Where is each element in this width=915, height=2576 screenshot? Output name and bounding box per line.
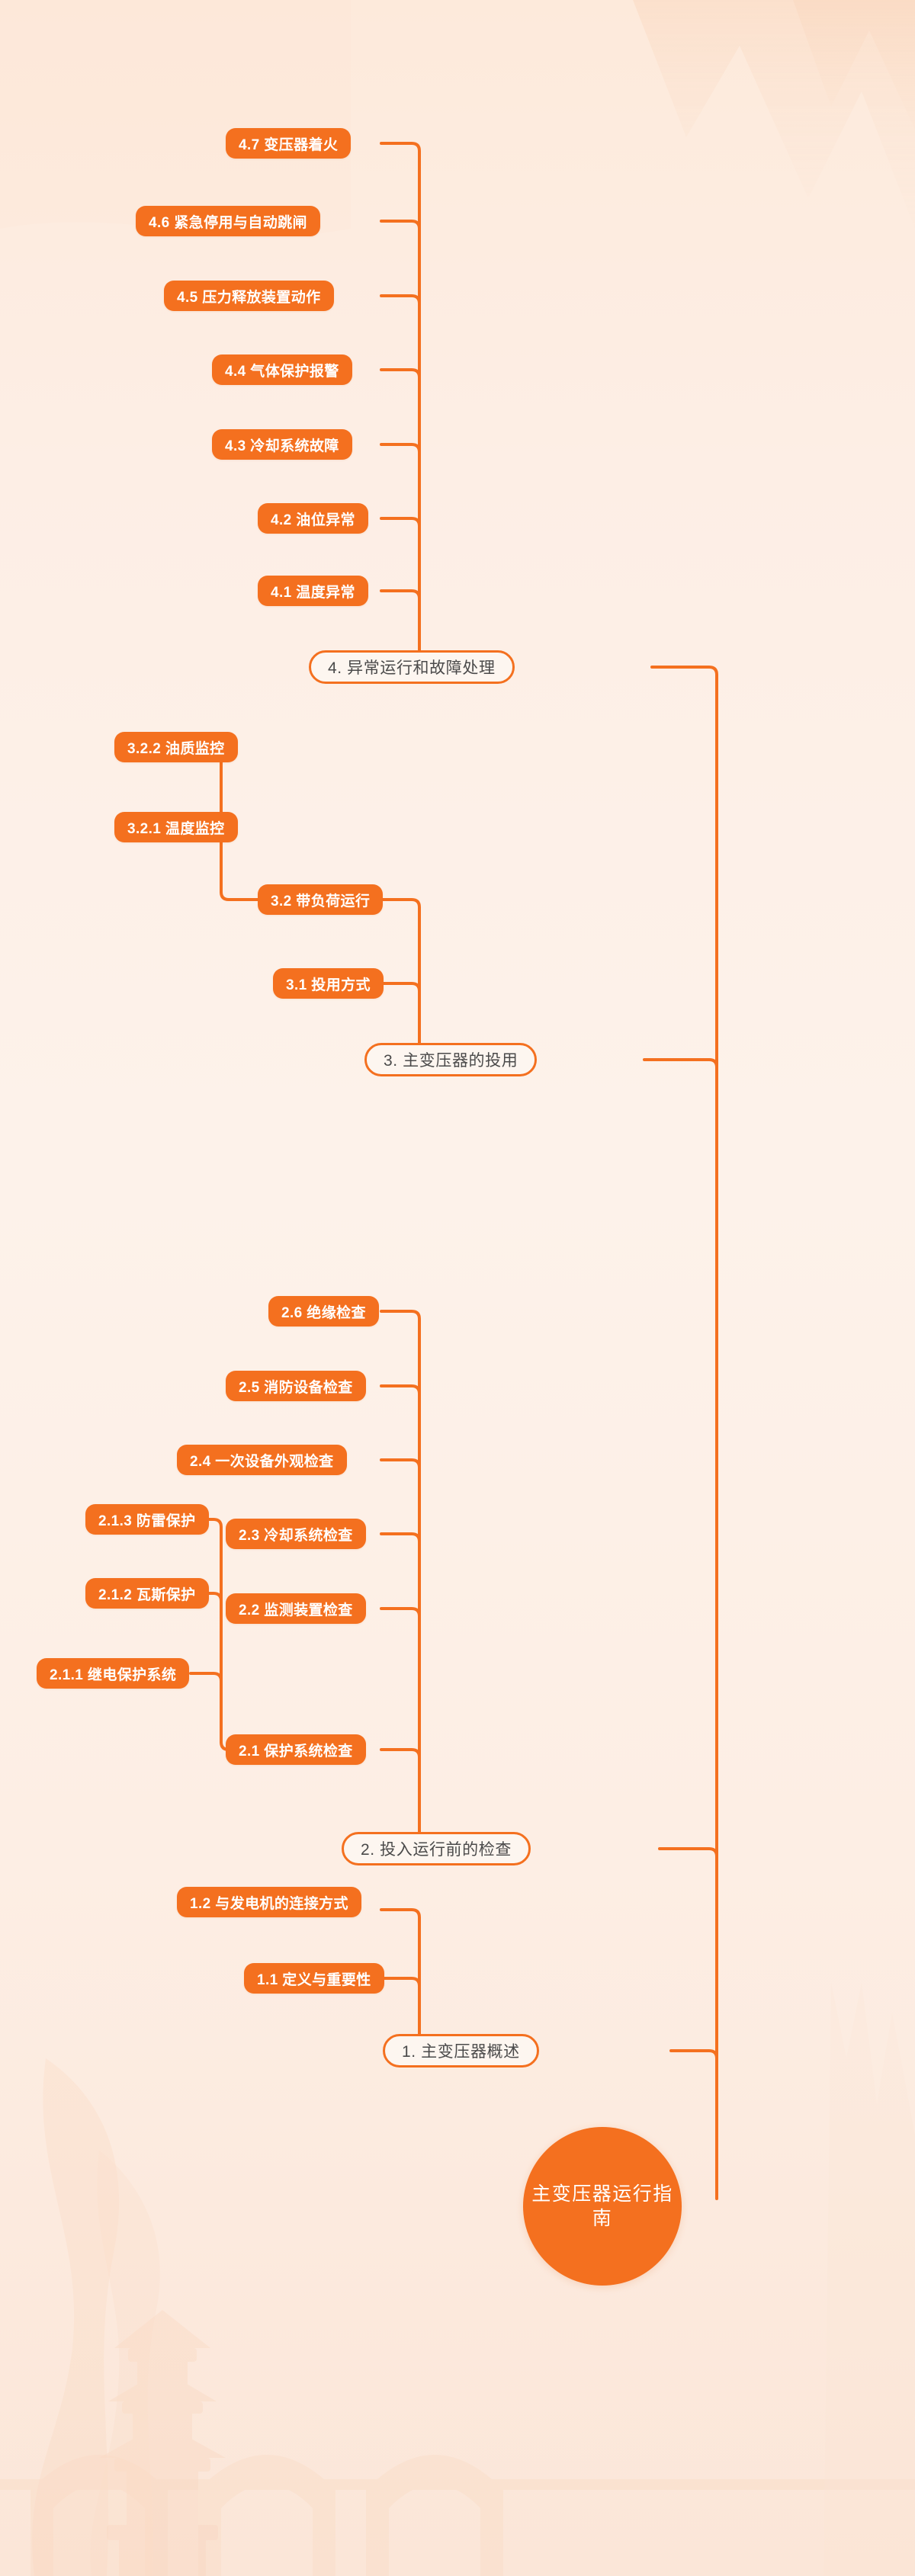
mindmap-node-1-1[interactable]: 1.1 定义与重要性 xyxy=(244,1963,384,1994)
mindmap-branch-1[interactable]: 1. 主变压器概述 xyxy=(383,2034,539,2068)
mindmap-node-2-5[interactable]: 2.5 消防设备检查 xyxy=(226,1371,366,1401)
mindmap-node-2-4[interactable]: 2.4 一次设备外观检查 xyxy=(177,1445,347,1475)
mindmap-node-3-2-1[interactable]: 3.2.1 温度监控 xyxy=(114,812,238,842)
mindmap-node-3-2-2[interactable]: 3.2.2 油质监控 xyxy=(114,732,238,762)
mindmap-node-2-1-1[interactable]: 2.1.1 继电保护系统 xyxy=(37,1658,190,1689)
mindmap-node-4-2[interactable]: 4.2 油位异常 xyxy=(258,503,368,534)
mindmap-node-2-1-3[interactable]: 2.1.3 防雷保护 xyxy=(85,1504,209,1535)
mindmap-node-4-7[interactable]: 4.7 变压器着火 xyxy=(226,128,352,159)
mindmap-node-2-1-2[interactable]: 2.1.2 瓦斯保护 xyxy=(85,1578,209,1609)
mindmap-node-4-6[interactable]: 4.6 紧急停用与自动跳闸 xyxy=(136,206,320,236)
mindmap-node-4-5[interactable]: 4.5 压力释放装置动作 xyxy=(164,281,334,311)
mindmap-node-2-6[interactable]: 2.6 绝缘检查 xyxy=(268,1296,379,1326)
mindmap-branch-4[interactable]: 4. 异常运行和故障处理 xyxy=(309,650,515,684)
mindmap-node-2-2[interactable]: 2.2 监测装置检查 xyxy=(226,1593,366,1624)
mindmap-node-2-1[interactable]: 2.1 保护系统检查 xyxy=(226,1734,366,1765)
mindmap-node-4-1[interactable]: 4.1 温度异常 xyxy=(258,576,368,606)
mindmap-node-1-2[interactable]: 1.2 与发电机的连接方式 xyxy=(177,1887,361,1917)
mindmap-node-4-3[interactable]: 4.3 冷却系统故障 xyxy=(212,429,352,460)
mindmap-node-2-3[interactable]: 2.3 冷却系统检查 xyxy=(226,1519,366,1549)
mindmap-root-node[interactable]: 主变压器运行指南 xyxy=(523,2127,682,2286)
mindmap-node-4-4[interactable]: 4.4 气体保护报警 xyxy=(212,354,352,385)
mindmap-branch-2[interactable]: 2. 投入运行前的检查 xyxy=(342,1832,531,1865)
mindmap-node-3-2[interactable]: 3.2 带负荷运行 xyxy=(258,884,384,915)
mindmap-node-3-1[interactable]: 3.1 投用方式 xyxy=(273,968,384,999)
mindmap-branch-3[interactable]: 3. 主变压器的投用 xyxy=(364,1043,538,1076)
